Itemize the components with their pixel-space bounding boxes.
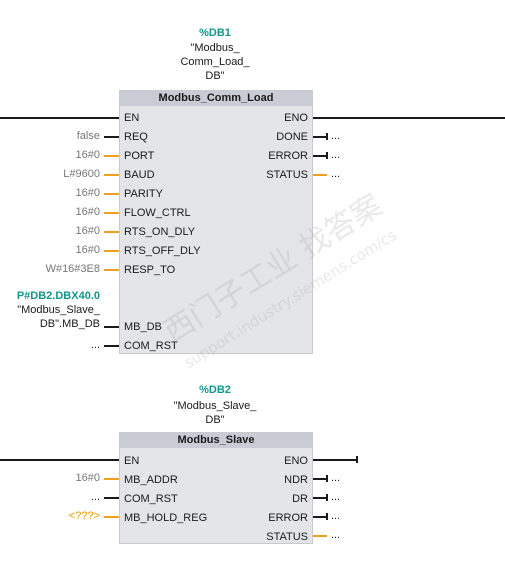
- block2-pin-en: EN: [124, 455, 140, 467]
- block1-baud-value[interactable]: L#9600: [63, 168, 100, 180]
- block1-flow-ctrl-value[interactable]: 16#0: [75, 206, 100, 218]
- block1-com-rst-wire[interactable]: [104, 345, 119, 347]
- block2-pin-eno: ENO: [284, 455, 308, 467]
- block1-error-value[interactable]: ...: [331, 149, 341, 161]
- block1-pin-rts-off-dly: RTS_OFF_DLY: [124, 245, 201, 257]
- block1-resp-to-wire[interactable]: [104, 269, 119, 271]
- block1-mb-db-value-1[interactable]: "Modbus_Slave_: [17, 304, 100, 316]
- block1-rts-on-dly-wire[interactable]: [104, 231, 119, 233]
- modbus-comm-load-block[interactable]: Modbus_Comm_Load EN REQ PORT BAUD PARITY…: [119, 90, 313, 354]
- block1-en-rail[interactable]: [0, 117, 119, 119]
- block2-mb-addr-value[interactable]: 16#0: [75, 472, 100, 484]
- block2-error-wire[interactable]: [313, 516, 327, 518]
- block2-com-rst-value[interactable]: ...: [90, 491, 100, 503]
- block1-status-wire[interactable]: [313, 174, 327, 176]
- block2-eno-stub: [356, 456, 358, 463]
- block2-pin-status: STATUS: [266, 531, 308, 543]
- block1-rts-on-dly-value[interactable]: 16#0: [75, 225, 100, 237]
- block1-req-value[interactable]: false: [76, 130, 100, 142]
- block1-com-rst-value[interactable]: ...: [90, 339, 100, 351]
- block1-db-name-1: "Modbus_: [190, 42, 240, 54]
- block1-db-name-3: DB": [205, 70, 225, 82]
- block2-com-rst-wire[interactable]: [104, 497, 119, 499]
- block1-pin-parity: PARITY: [124, 188, 163, 200]
- block1-pin-mb-db: MB_DB: [124, 321, 162, 333]
- block1-flow-ctrl-wire[interactable]: [104, 212, 119, 214]
- block1-pin-com-rst: COM_RST: [124, 340, 178, 352]
- block2-pin-com-rst: COM_RST: [124, 493, 178, 505]
- block2-mb-addr-wire[interactable]: [104, 478, 119, 480]
- modbus-slave-block[interactable]: Modbus_Slave EN MB_ADDR COM_RST MB_HOLD_…: [119, 432, 313, 544]
- block1-mb-db-tag[interactable]: P#DB2.DBX40.0: [16, 290, 100, 302]
- block1-rts-off-dly-wire[interactable]: [104, 250, 119, 252]
- block1-error-wire[interactable]: [313, 155, 327, 157]
- block1-parity-wire[interactable]: [104, 193, 119, 195]
- block1-pin-resp-to: RESP_TO: [124, 264, 176, 276]
- block1-port-wire[interactable]: [104, 155, 119, 157]
- block2-eno-wire[interactable]: [313, 459, 357, 461]
- block1-port-value[interactable]: 16#0: [75, 149, 100, 161]
- block2-ndr-stub: [326, 475, 328, 482]
- block1-rts-off-dly-value[interactable]: 16#0: [75, 244, 100, 256]
- block1-mb-db-value-2[interactable]: DB".MB_DB: [39, 318, 100, 330]
- block1-pin-port: PORT: [124, 150, 155, 162]
- block1-pin-done: DONE: [276, 131, 308, 143]
- block1-resp-to-value[interactable]: W#16#3E8: [45, 263, 100, 275]
- block1-mb-db-wire[interactable]: [104, 326, 119, 328]
- block1-pin-baud: BAUD: [124, 169, 155, 181]
- block1-pin-en: EN: [124, 112, 140, 124]
- block2-pin-error: ERROR: [268, 512, 308, 524]
- block2-error-value[interactable]: ...: [331, 510, 341, 522]
- block2-db-tag: %DB2: [199, 384, 231, 396]
- block1-pin-eno: ENO: [284, 112, 308, 124]
- block2-dr-value[interactable]: ...: [331, 491, 341, 503]
- block1-req-wire[interactable]: [104, 136, 119, 138]
- block1-pin-req: REQ: [124, 131, 148, 143]
- block1-status-value[interactable]: ...: [331, 168, 341, 180]
- block1-pin-error: ERROR: [268, 150, 308, 162]
- block1-db-name-2: Comm_Load_: [180, 56, 250, 68]
- block2-dr-stub: [326, 494, 328, 501]
- block2-mb-hold-reg-value[interactable]: <???>: [68, 510, 100, 522]
- block2-pin-dr: DR: [292, 493, 308, 505]
- block1-parity-value[interactable]: 16#0: [75, 187, 100, 199]
- block2-status-wire[interactable]: [313, 535, 327, 537]
- block1-error-stub: [326, 152, 328, 159]
- block2-ndr-value[interactable]: ...: [331, 472, 341, 484]
- block2-en-rail[interactable]: [0, 459, 119, 461]
- block2-status-value[interactable]: ...: [331, 529, 341, 541]
- block2-dr-wire[interactable]: [313, 497, 327, 499]
- block1-db-tag: %DB1: [199, 27, 231, 39]
- block2-db-name-2: DB": [205, 414, 225, 426]
- block1-pin-status: STATUS: [266, 169, 308, 181]
- block1-done-value[interactable]: ...: [331, 130, 341, 142]
- block2-mb-hold-reg-wire[interactable]: [104, 516, 119, 518]
- block1-eno-rail[interactable]: [313, 117, 505, 119]
- block1-done-stub: [326, 133, 328, 140]
- block2-pin-mb-addr: MB_ADDR: [124, 474, 178, 486]
- block2-db-name-1: "Modbus_Slave_: [173, 400, 257, 412]
- block1-done-wire[interactable]: [313, 136, 327, 138]
- block2-ndr-wire[interactable]: [313, 478, 327, 480]
- block2-pin-mb-hold-reg: MB_HOLD_REG: [124, 512, 208, 524]
- block1-pin-flow-ctrl: FLOW_CTRL: [124, 207, 191, 219]
- block1-pin-rts-on-dly: RTS_ON_DLY: [124, 226, 196, 238]
- block1-title: Modbus_Comm_Load: [120, 91, 312, 106]
- block2-title: Modbus_Slave: [120, 433, 312, 448]
- block2-pin-ndr: NDR: [284, 474, 308, 486]
- block2-error-stub: [326, 513, 328, 520]
- block1-baud-wire[interactable]: [104, 174, 119, 176]
